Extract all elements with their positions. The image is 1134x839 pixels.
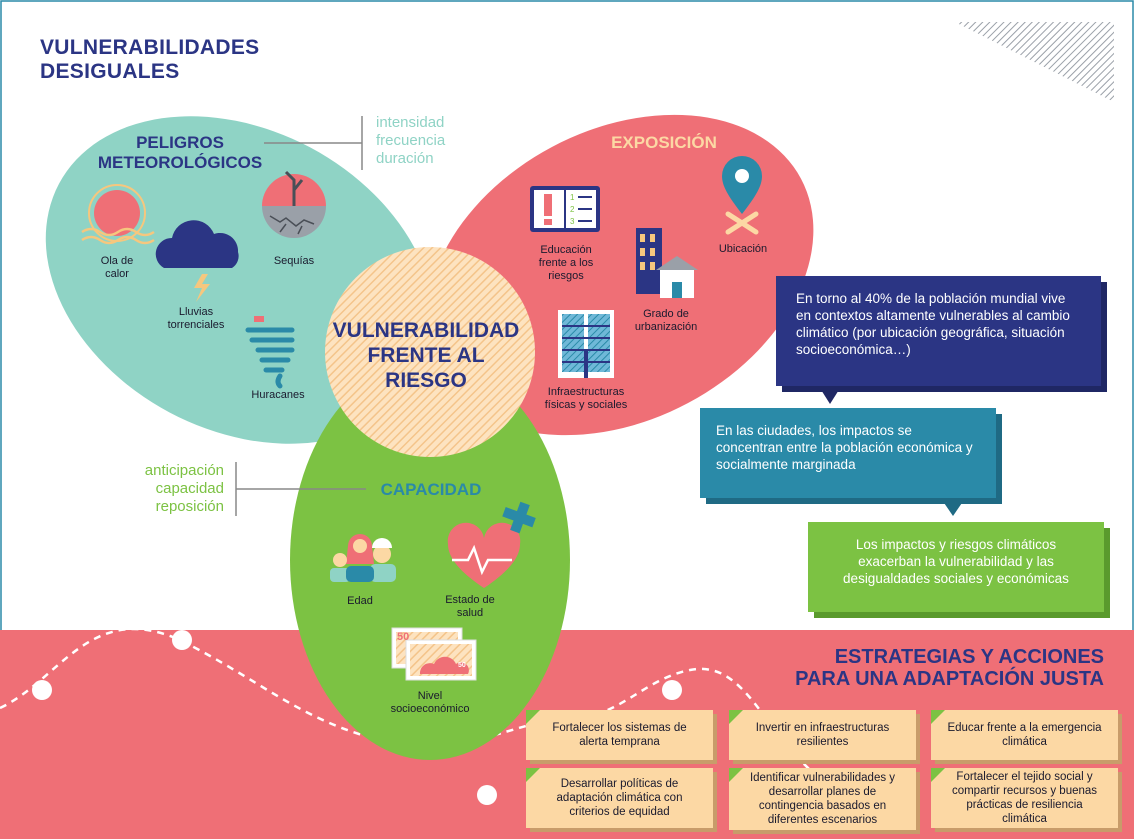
capacidad-lobe [290,360,570,760]
ubicacion-label: Ubicación [718,243,768,255]
nivel-label: Nivel socioeconómico [390,690,470,715]
strategy-card: Invertir en infraestructuras resilientes [729,710,916,760]
strategy-card: Identificar vulnerabilidades y desarroll… [729,768,916,830]
peligros-title: PELIGROS METEOROLÓGICOS [97,133,263,172]
callout-poblacion: En torno al 40% de la población mundial … [776,276,1101,386]
drought-icon [262,170,326,238]
strategy-card: Fortalecer el tejido social y compartir … [931,768,1118,828]
page-title: VULNERABILIDADES DESIGUALES [40,36,260,83]
center-label: VULNERABILIDAD FRENTE AL RIESGO [332,319,520,392]
svg-text:3: 3 [570,217,575,226]
location-pin-icon [722,156,762,235]
svg-text:1: 1 [570,193,575,202]
educacion-label: Educación frente a los riesgos [538,244,594,282]
sequias-label: Sequías [273,255,315,267]
heart-icon [447,501,536,588]
strategy-card: Fortalecer los sistemas de alerta tempra… [526,710,713,760]
money-label: 50 [397,631,409,643]
corner-decoration [955,22,1114,102]
svg-text:2: 2 [570,205,575,214]
callout-pointer [818,385,842,404]
lluvias-label: Lluvias torrenciales [167,306,225,331]
family-icon [330,534,396,582]
path-dot [32,680,52,700]
infrastructure-icon [558,310,614,378]
cloud-icon [155,220,239,302]
edad-label: Edad [347,595,373,607]
callout-impactos: Los impactos y riesgos climáticos exacer… [808,522,1104,612]
grado-label: Grado de urbanización [634,308,698,333]
strategy-card: Educar frente a la emergencia climática [931,710,1118,760]
salud-label: Estado de salud [445,594,495,619]
infraestructuras-label: Infraestructuras físicas y sociales [544,386,628,411]
center-circle [325,247,535,457]
exposicion-title: EXPOSICIÓN [611,133,717,152]
capacidad-attributes: anticipación capacidad reposición [144,462,224,515]
money-label: 50 [458,662,466,669]
strategies-title: ESTRATEGIAS Y ACCIONES PARA UNA ADAPTACI… [795,646,1104,690]
buildings-icon [636,228,698,298]
ola-calor-label: Ola de calor [100,255,134,280]
huracanes-label: Huracanes [251,389,305,401]
capacidad-title: CAPACIDAD [380,480,482,499]
hurricane-icon [245,316,295,389]
path-dot [172,630,192,650]
callout-pointer [940,497,966,516]
path-dot [477,785,497,805]
money-icon [391,627,477,681]
education-icon: 1 2 3 [530,186,600,232]
sun-icon [81,184,155,245]
path-dot [662,680,682,700]
peligros-attributes: intensidad frecuencia duración [376,114,446,167]
strategy-card: Desarrollar políticas de adaptación clim… [526,768,713,828]
callout-ciudades: En las ciudades, los impactos se concent… [700,408,996,498]
